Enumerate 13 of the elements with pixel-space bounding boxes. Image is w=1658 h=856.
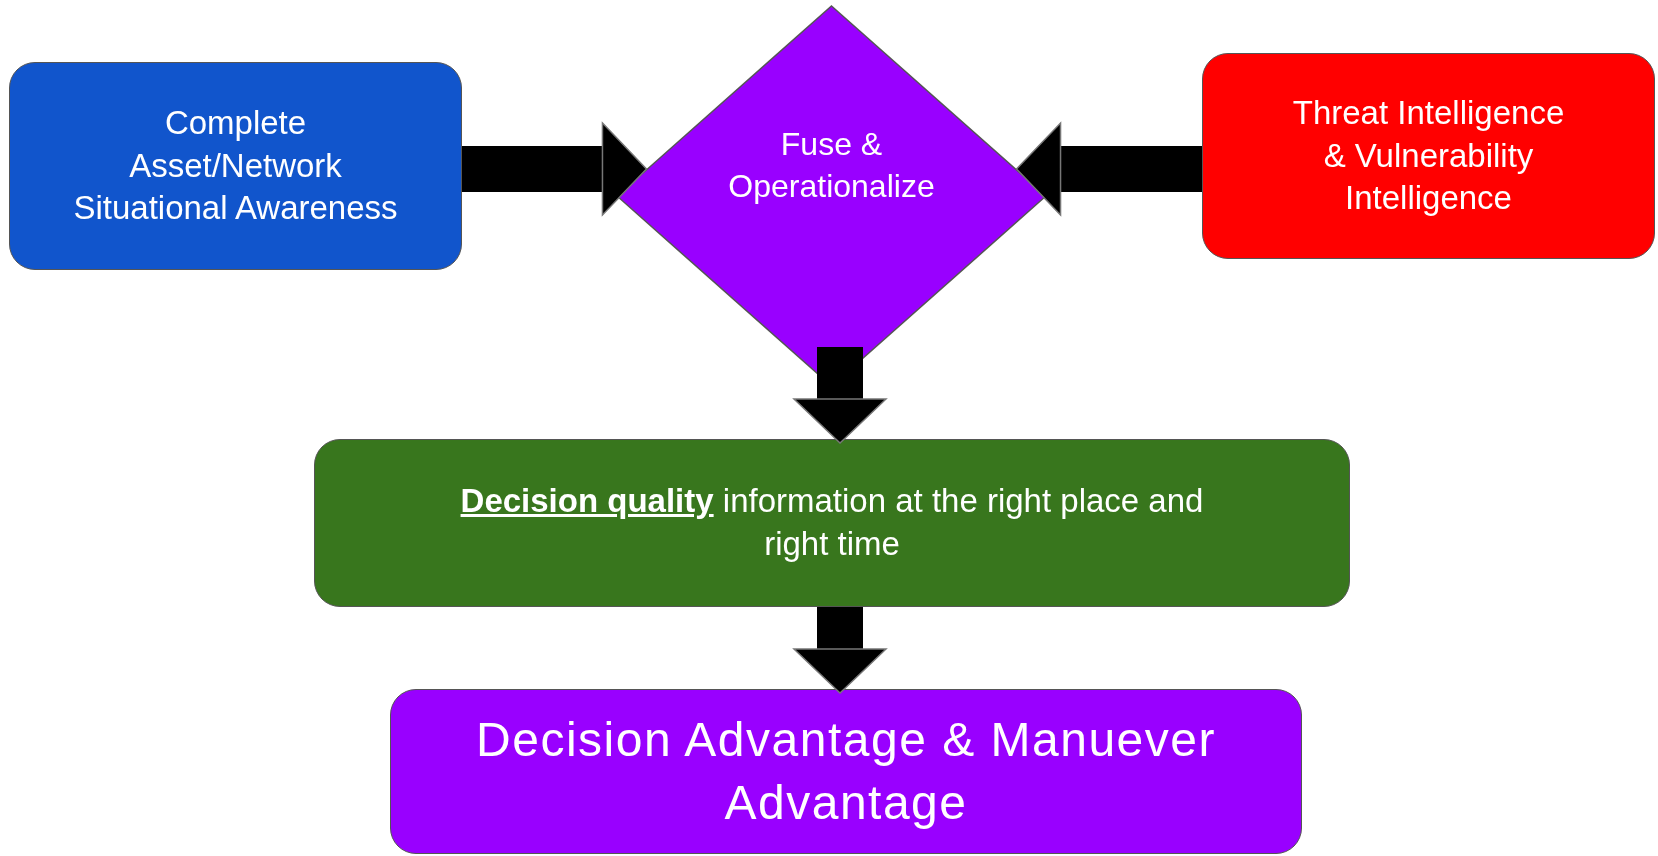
node-label: Threat Intelligence & Vulnerability Intelligence [1291,92,1566,219]
node-label: Complete Asset/Network Situational Awareness [72,102,399,229]
process-box [390,689,1302,854]
process-box [314,439,1350,607]
block-arrow [1015,122,1202,216]
block-arrow [793,347,887,444]
node-label: Decision Advantage & Manuever Advantage [475,712,1217,831]
block-arrow [793,607,887,694]
process-box [9,62,462,270]
node-label: Decision quality information at the right place and right time [459,481,1205,564]
block-arrow [462,122,648,216]
node-label: Fuse & Operationalize [727,125,936,206]
process-box [1202,53,1655,259]
